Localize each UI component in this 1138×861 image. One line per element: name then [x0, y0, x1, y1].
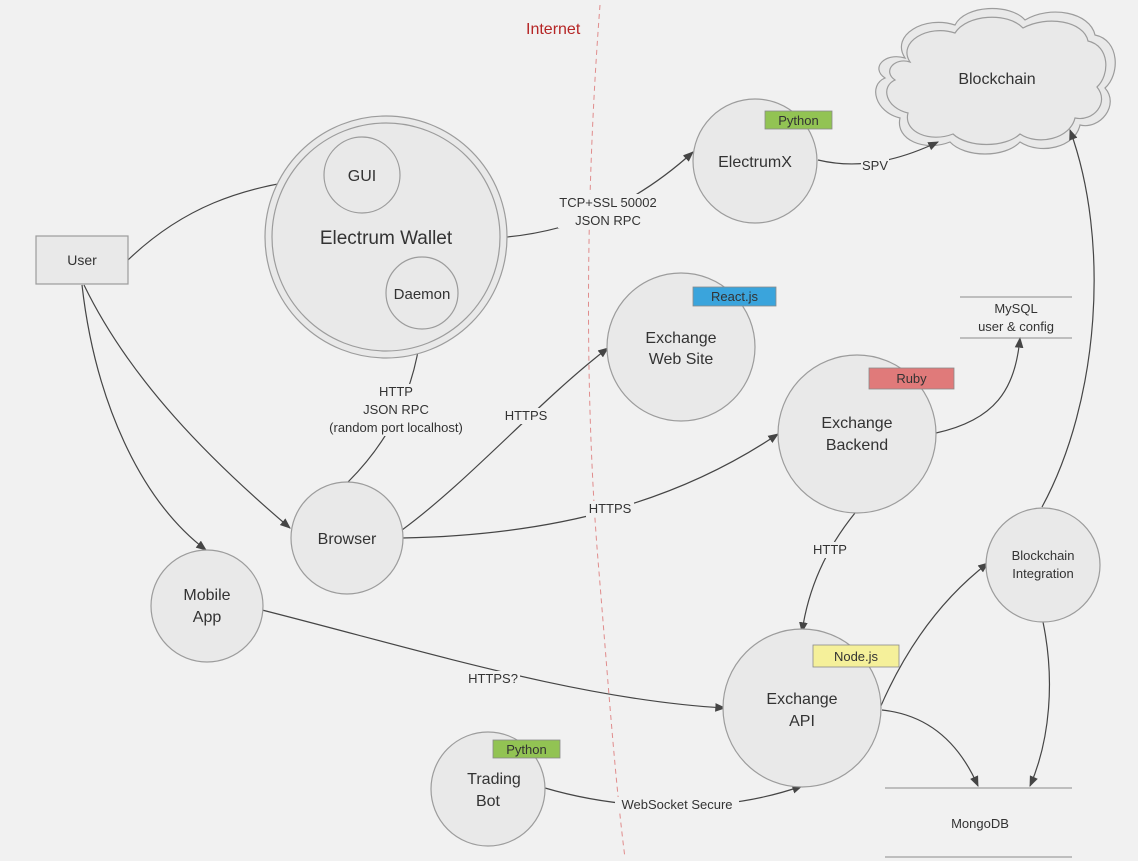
internet-boundary — [588, 4, 626, 859]
edge-browser-website — [401, 347, 609, 531]
edge-label-spv: SPV — [862, 158, 888, 173]
mobile-label-1: Mobile — [183, 587, 230, 604]
daemon-node: Daemon — [385, 256, 459, 330]
edge-label-https-mobile: HTTPS? — [468, 671, 518, 686]
internet-label: Internet — [526, 21, 581, 38]
edge-labels: TCP+SSL 50002 JSON RPC SPV HTTP JSON RPC… — [320, 158, 889, 813]
mongodb-store: MongoDB — [885, 787, 1072, 858]
exchange-website-node: Exchange Web Site — [606, 272, 756, 422]
mobile-app-node: Mobile App — [150, 549, 264, 663]
bot-label-1: Trading — [467, 771, 521, 788]
edges — [81, 128, 1095, 807]
gui-node: GUI — [323, 136, 401, 214]
exchange-api-node: Exchange API — [722, 628, 882, 788]
tag-backend: Ruby — [868, 367, 955, 390]
trading-bot-node: Trading Bot — [430, 731, 546, 847]
tag-backend-text: Ruby — [896, 371, 927, 386]
tag-api-text: Node.js — [834, 649, 879, 664]
edge-label-http-backend-api: HTTP — [813, 542, 847, 557]
electrum-wallet-label: Electrum Wallet — [320, 228, 453, 249]
edge-label-jsonrpc: JSON RPC — [575, 213, 641, 228]
browser-node: Browser — [290, 481, 404, 595]
electrumx-node: ElectrumX — [692, 98, 818, 224]
edge-label-https-site: HTTPS — [505, 408, 548, 423]
exchange-backend-node: Exchange Backend — [777, 354, 937, 514]
api-label-1: Exchange — [766, 691, 837, 708]
edge-browser-backend — [401, 433, 779, 539]
daemon-label: Daemon — [394, 286, 451, 303]
tag-bot-text: Python — [506, 742, 546, 757]
bot-label-2: Bot — [476, 793, 501, 810]
backend-label-1: Exchange — [821, 415, 892, 432]
website-label-2: Web Site — [649, 351, 714, 368]
mobile-label-2: App — [193, 609, 222, 626]
mysql-store: MySQL user & config — [960, 296, 1072, 339]
edge-label-https-backend: HTTPS — [589, 501, 632, 516]
mysql-label-1: MySQL — [994, 301, 1037, 316]
tag-website-text: React.js — [711, 289, 758, 304]
backend-label-2: Backend — [826, 437, 888, 454]
browser-label: Browser — [318, 531, 377, 548]
gui-label: GUI — [348, 168, 376, 185]
bci-label-2: Integration — [1012, 566, 1073, 581]
edge-label-tcp: TCP+SSL 50002 — [559, 195, 656, 210]
tag-electrumx: Python — [764, 110, 833, 130]
mysql-label-2: user & config — [978, 319, 1054, 334]
blockchain-cloud: Blockchain — [875, 8, 1116, 155]
edge-user-mobile — [81, 284, 207, 551]
edge-api-bci — [879, 562, 989, 709]
bci-label-1: Blockchain — [1012, 548, 1075, 563]
tag-api: Node.js — [812, 644, 900, 668]
tag-bot: Python — [492, 739, 561, 759]
blockchain-label: Blockchain — [958, 71, 1035, 88]
tag-electrumx-text: Python — [778, 113, 818, 128]
edge-api-mongodb — [881, 709, 979, 787]
electrumx-label: ElectrumX — [718, 154, 792, 171]
edge-backend-mysql — [935, 336, 1024, 434]
user-box: User — [35, 235, 129, 285]
blockchain-integration-node: Blockchain Integration — [985, 507, 1101, 623]
edge-user-browser — [83, 284, 291, 529]
edge-bci-mongodb — [1029, 621, 1051, 787]
edge-mobile-api — [261, 609, 727, 712]
website-label-1: Exchange — [645, 330, 716, 347]
mongodb-label: MongoDB — [951, 816, 1009, 831]
edge-label-http: HTTP — [379, 384, 413, 399]
edge-label-http-jsonrpc: JSON RPC — [363, 402, 429, 417]
edge-backend-api — [799, 512, 856, 634]
api-label-2: API — [789, 713, 815, 730]
edge-bci-blockchain — [1041, 128, 1095, 508]
edge-label-websocket: WebSocket Secure — [621, 797, 732, 812]
edge-label-random-port: (random port localhost) — [329, 420, 463, 435]
tag-website: React.js — [692, 286, 777, 307]
user-label: User — [67, 252, 97, 268]
